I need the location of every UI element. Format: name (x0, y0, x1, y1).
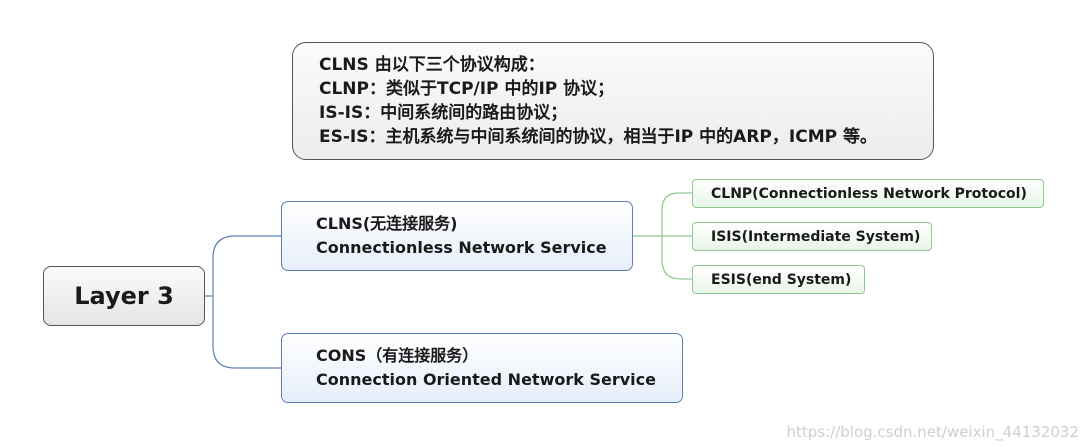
connector-root-to-children (205, 235, 281, 369)
node-clns: CLNS(无连接服务) Connectionless Network Servi… (281, 201, 633, 271)
leaf-clnp-label: CLNP(Connectionless Network Protocol) (711, 185, 1027, 202)
node-clns-subtitle: Connectionless Network Service (316, 238, 607, 257)
callout-line-2: CLNP：类似于TCP/IP 中的IP 协议； (319, 79, 615, 99)
node-cons: CONS（有连接服务） Connection Oriented Network … (281, 333, 683, 403)
leaf-isis-label: ISIS(Intermediate System) (711, 228, 921, 245)
node-cons-subtitle: Connection Oriented Network Service (316, 370, 656, 389)
leaf-isis: ISIS(Intermediate System) (692, 222, 932, 251)
callout-line-3: IS-IS：中间系统间的路由协议； (319, 103, 568, 123)
connector-clns-to-leaves (633, 192, 692, 280)
protocol-note-callout: CLNS 由以下三个协议构成： CLNP：类似于TCP/IP 中的IP 协议； … (292, 42, 934, 160)
callout-line-4: ES-IS：主机系统与中间系统间的协议，相当于IP 中的ARP，ICMP 等。 (319, 127, 877, 147)
node-cons-title: CONS（有连接服务） (316, 346, 479, 365)
leaf-clnp: CLNP(Connectionless Network Protocol) (692, 179, 1044, 208)
leaf-esis: ESIS(end System) (692, 265, 865, 294)
root-node-layer3: Layer 3 (43, 266, 205, 326)
node-clns-title: CLNS(无连接服务) (316, 214, 458, 233)
leaf-esis-label: ESIS(end System) (711, 271, 852, 288)
callout-line-1: CLNS 由以下三个协议构成： (319, 55, 545, 75)
watermark-text: https://blog.csdn.net/weixin_44132032 (786, 423, 1079, 441)
root-node-label: Layer 3 (74, 282, 174, 310)
